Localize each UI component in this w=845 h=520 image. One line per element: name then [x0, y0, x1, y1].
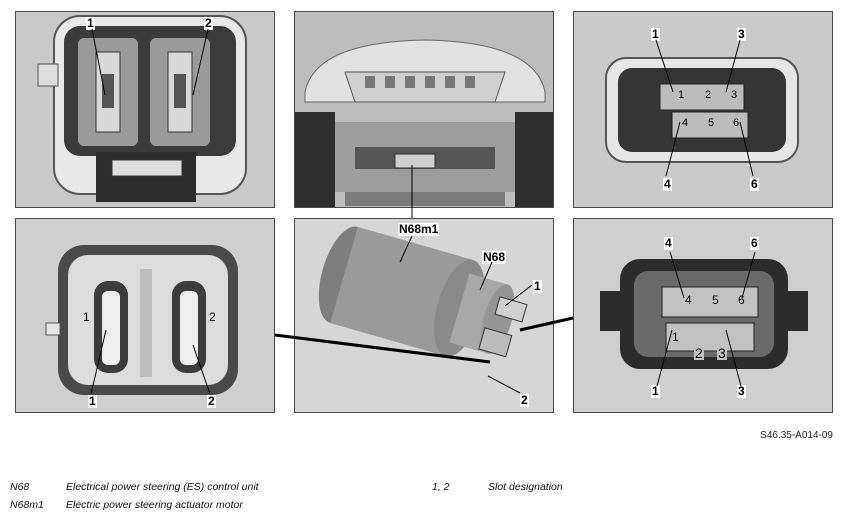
callout-1: 1	[88, 394, 97, 408]
callout-6: 6	[750, 236, 759, 250]
legend-text-n68: Electrical power steering (ES) control u…	[66, 481, 259, 493]
pin-label-2: 2	[694, 345, 704, 361]
pin-label-4: 4	[681, 117, 690, 130]
pin-label-3: 3	[717, 345, 727, 361]
callout-4: 4	[664, 236, 673, 250]
callout-n68m1: N68m1	[398, 222, 440, 236]
panel-mid-left-connector: 1 2 1 2	[15, 218, 275, 413]
callout-3: 3	[737, 384, 746, 398]
callout-1: 1	[651, 384, 660, 398]
callout-2: 2	[520, 393, 529, 407]
pin-label-5: 5	[711, 293, 720, 307]
pin-label-2: 2	[704, 89, 713, 102]
panel-mid-center-motor: N68m1 N68 1 2	[294, 218, 554, 413]
six-pin-face-illustration	[574, 219, 832, 412]
slot-label-1: 1	[82, 310, 91, 324]
legend-code-slots: 1, 2	[432, 481, 450, 493]
panel-top-center-vehicle	[294, 11, 554, 208]
pin-label-6: 6	[732, 117, 741, 130]
pin-label-3: 3	[730, 89, 739, 102]
connector-illustration	[16, 12, 274, 207]
pin-label-4: 4	[684, 293, 693, 307]
callout-2: 2	[204, 16, 213, 30]
callout-4: 4	[663, 177, 672, 191]
legend-code-n68m1: N68m1	[10, 499, 44, 511]
vehicle-underbody-illustration	[295, 12, 553, 207]
slot-label-2: 2	[208, 310, 217, 324]
actuator-motor-illustration	[295, 219, 553, 412]
legend-text-slots: Slot designation	[488, 481, 563, 493]
callout-2: 2	[207, 394, 216, 408]
pin-label-1: 1	[671, 330, 680, 344]
panel-top-right-connector: 1 2 3 4 5 6 1 3 4 6	[573, 11, 833, 208]
legend-code-n68: N68	[10, 481, 30, 493]
callout-3: 3	[737, 27, 746, 41]
panel-mid-right-connector: 4 5 6 1 2 3 4 6 1 3	[573, 218, 833, 413]
callout-n68: N68	[482, 250, 507, 264]
callout-1: 1	[651, 27, 660, 41]
panel-top-left-connector: 1 2	[15, 11, 275, 208]
callout-6: 6	[750, 177, 759, 191]
six-pin-connector-illustration	[574, 12, 832, 207]
callout-1: 1	[533, 279, 542, 293]
pin-label-6: 6	[737, 293, 746, 307]
pin-label-5: 5	[707, 117, 716, 130]
document-reference: S46.35-A014-09	[760, 430, 833, 441]
two-slot-connector-illustration	[16, 219, 274, 412]
pin-label-1: 1	[677, 89, 686, 102]
callout-1: 1	[86, 16, 95, 30]
legend-text-n68m1: Electric power steering actuator motor	[66, 499, 243, 511]
